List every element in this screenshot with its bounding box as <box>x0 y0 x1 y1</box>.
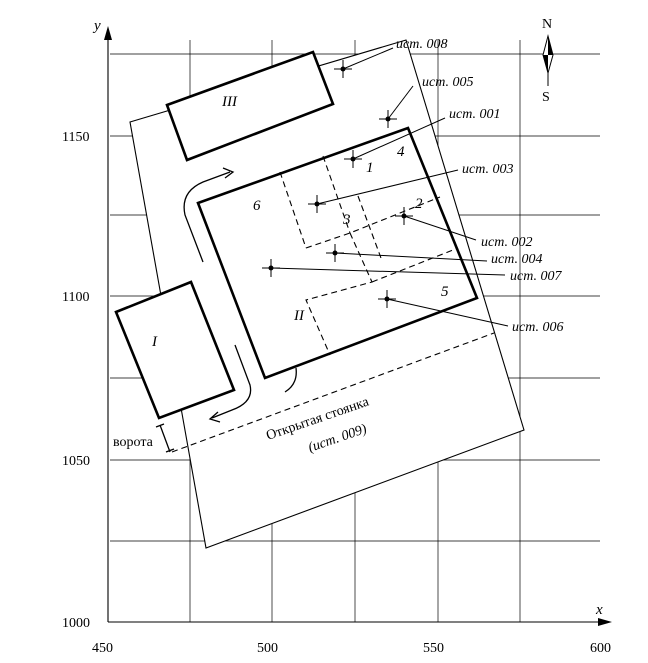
building-two-label: II <box>293 308 305 324</box>
source-label-005: ист. 005 <box>422 75 474 90</box>
zone-label: 4 <box>397 144 405 160</box>
source-label-001: ист. 001 <box>449 107 501 122</box>
divider <box>357 195 382 259</box>
x-tick: 600 <box>590 641 611 656</box>
source-marker-001: ист. 001 <box>344 107 501 168</box>
source-label-003: ист. 003 <box>462 162 514 177</box>
source-marker-008: ист. 008 <box>334 37 448 78</box>
x-tick: 550 <box>423 641 444 656</box>
y-axis-label: y <box>92 18 101 34</box>
source-marker-004: ист. 004 <box>326 244 543 267</box>
divider <box>279 171 307 249</box>
building-three <box>165 50 335 162</box>
divider <box>322 155 351 234</box>
zone-label: 2 <box>415 196 423 212</box>
x-tick: 500 <box>257 641 278 656</box>
divider <box>305 232 373 356</box>
axes: y x 450 500 550 600 1000 1050 1100 1150 <box>62 18 612 656</box>
road-path <box>183 171 231 263</box>
source-marker-003: ист. 003 <box>308 162 514 213</box>
building-three-label: III <box>221 94 238 110</box>
y-tick: 1050 <box>62 454 90 469</box>
parking-boundary <box>171 332 495 453</box>
x-axis-label: x <box>595 602 603 618</box>
source-marker-002: ист. 002 <box>395 207 533 250</box>
source-marker-006: ист. 006 <box>378 290 564 335</box>
source-label-007: ист. 007 <box>510 269 562 284</box>
divider <box>371 247 459 283</box>
source-marker-005: ист. 005 <box>379 75 474 128</box>
divider <box>305 196 441 249</box>
source-label-006: ист. 006 <box>512 320 564 335</box>
y-tick: 1150 <box>62 130 89 145</box>
x-tick: 450 <box>92 641 113 656</box>
gate-label: ворота <box>113 435 154 450</box>
road-path <box>211 344 252 419</box>
source-label-004: ист. 004 <box>491 252 543 267</box>
compass-north: N <box>542 17 552 32</box>
compass-south: S <box>542 90 550 105</box>
y-tick: 1000 <box>62 616 90 631</box>
building-one <box>114 280 236 420</box>
zone-label: 3 <box>342 212 351 228</box>
road-path <box>284 367 297 393</box>
compass-icon: N S <box>542 17 554 105</box>
source-label-008: ист. 008 <box>396 37 448 52</box>
zone-label: 6 <box>253 198 261 214</box>
y-tick: 1100 <box>62 290 89 305</box>
zone-label: 5 <box>441 284 449 300</box>
building-one-label: I <box>151 334 158 350</box>
gate-marker <box>155 423 175 453</box>
source-label-002: ист. 002 <box>481 235 533 250</box>
zone-label: 1 <box>366 160 374 176</box>
source-marker-007: ист. 007 <box>262 259 562 284</box>
